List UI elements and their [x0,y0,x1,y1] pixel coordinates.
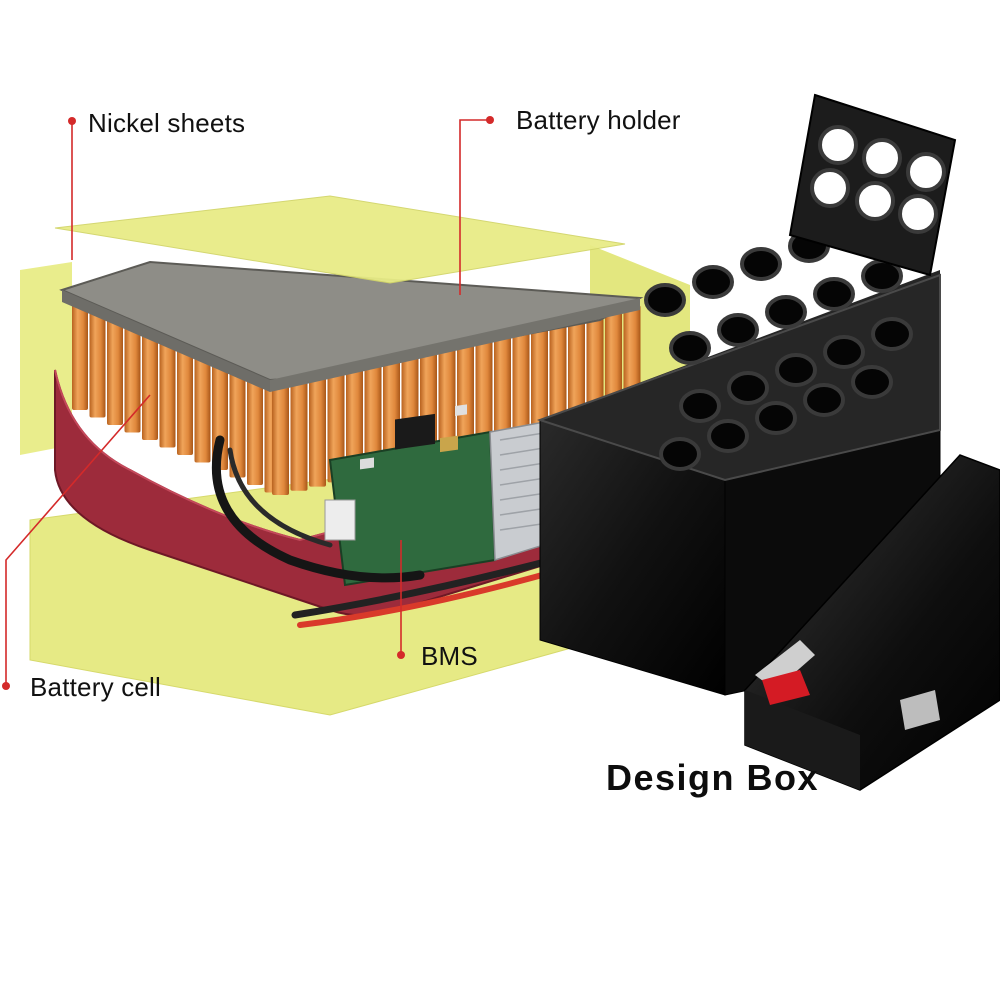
wiring [211,435,564,628]
battery-cell [327,372,345,483]
cell-holder-grid [644,211,913,471]
holder-slot [898,194,938,234]
battery-cell [364,364,382,474]
battery-cell [531,326,548,437]
holder-slot [818,125,858,165]
caption-design-box: Design Box [606,757,820,798]
battery-box [536,211,941,696]
callout-dots [2,116,494,690]
callout-lines [5,119,490,686]
cell-slot [851,365,893,399]
battery-cell [438,347,456,458]
nickel-strip-layer [59,260,644,392]
holder-slot [855,181,895,221]
battery-cell [177,345,193,455]
cell-slot [740,247,782,281]
callout-label-battery-cell: Battery cell [30,672,162,702]
callout-label-battery-holder: Battery holder [516,105,681,135]
cell-slot [871,317,913,351]
battery-cell [586,313,604,424]
battery-cell [346,368,363,479]
cell-slot [717,313,759,347]
callout-label-bms: BMS [421,641,478,671]
callout-label-nickel-sheets: Nickel sheets [88,108,246,138]
cell-slot [813,277,855,311]
battery-cell [512,330,530,441]
battery-cell [309,376,326,487]
battery-cell [159,337,176,448]
cell-slot [692,265,734,299]
cell-slot [803,383,845,417]
holder-slot [906,152,946,192]
cell-slot [679,389,721,423]
cell-slot [765,295,807,329]
battery-cell [247,375,263,485]
battery-cell [494,334,511,445]
cell-slot [823,335,865,369]
battery-cell [229,367,246,478]
cell-slot [659,437,701,471]
upper-insulation-sheet [54,195,626,284]
battery-cell [457,343,474,453]
battery-cell [290,380,308,491]
cell-slot [644,283,686,317]
cell-slot [775,353,817,387]
cell-slot [707,419,749,453]
battery-cell [272,385,289,495]
battery-box-lid [744,454,1000,791]
battery-cell [89,307,106,418]
battery-cell [568,317,585,428]
cell-slot [755,401,797,435]
battery-holder-frame [788,93,957,277]
holder-slot [810,168,850,208]
battery-cell [72,300,88,410]
battery-cell [107,315,123,425]
battery-cell [194,352,211,463]
battery-cell [475,338,493,449]
cell-slot [669,331,711,365]
holder-slot [862,138,902,178]
battery-cell [549,322,567,432]
battery-cell [142,330,158,440]
battery-cell [124,322,141,433]
cell-slot [727,371,769,405]
